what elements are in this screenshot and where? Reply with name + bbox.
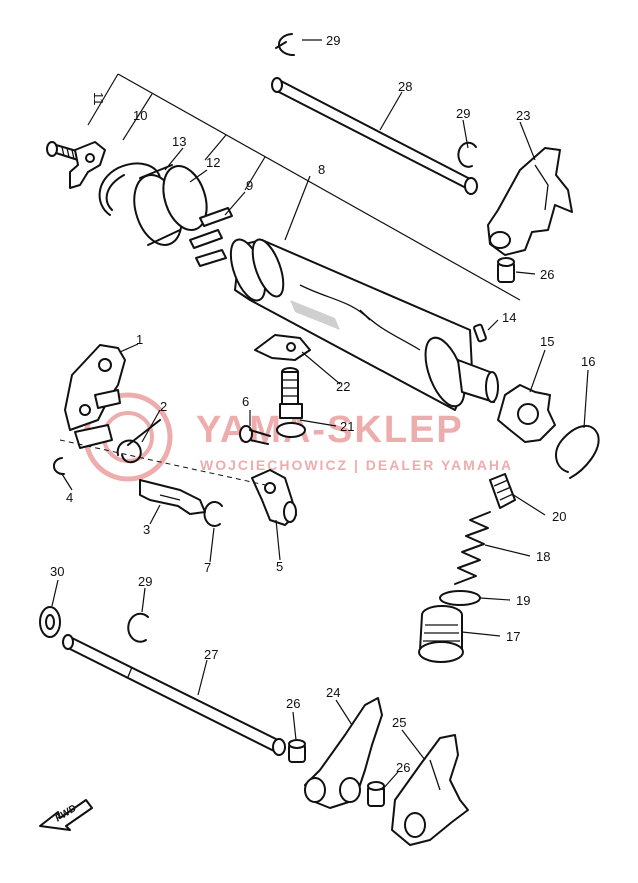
part-25-shift-fork	[391, 734, 469, 846]
part-26-dowel-left	[288, 739, 306, 763]
part-27-shift-rod	[62, 634, 286, 756]
part-16-circlip	[555, 425, 600, 479]
part-29-clip-lower	[127, 612, 149, 643]
part-8-shift-drum	[229, 238, 499, 411]
part-3-shift-guide	[139, 479, 206, 515]
callout-27: 27	[204, 647, 218, 662]
callout-18: 18	[536, 549, 550, 564]
part-23-shift-fork	[487, 147, 573, 256]
part-13-circlip	[98, 162, 161, 216]
callout-labels: 29 28 29 23 11 10 13 12 9 8 26 14 15 16 …	[50, 33, 595, 775]
callout-10: 10	[133, 108, 147, 123]
callout-4: 4	[66, 490, 73, 505]
part-14-pin	[473, 323, 487, 343]
forward-direction-icon: FWD	[39, 799, 93, 831]
part-18-spring	[454, 511, 491, 585]
callout-12: 12	[206, 155, 220, 170]
part-22-stopper	[254, 334, 311, 361]
part-9-pins	[189, 207, 233, 267]
callout-23: 23	[516, 108, 530, 123]
part-17-plug	[418, 605, 464, 663]
callout-26-top: 26	[540, 267, 554, 282]
callout-14: 14	[502, 310, 516, 325]
callout-8: 8	[318, 162, 325, 177]
callout-11: 11	[91, 92, 106, 106]
part-28-shift-rod	[271, 77, 478, 195]
callout-13: 13	[172, 134, 186, 149]
callout-26-right: 26	[396, 760, 410, 775]
callout-9: 9	[246, 178, 253, 193]
part-29-clip	[457, 141, 477, 168]
part-30-washer	[39, 606, 61, 638]
callout-21: 21	[340, 419, 354, 434]
callout-6: 6	[242, 394, 249, 409]
part-24-shift-fork	[304, 697, 383, 809]
callout-29-right: 29	[456, 106, 470, 121]
callout-20: 20	[552, 509, 566, 524]
watermark-brand: YAMA-SKLEP	[196, 409, 464, 451]
part-10-plate	[69, 141, 106, 189]
callout-2: 2	[160, 399, 167, 414]
part-7-clip	[203, 501, 223, 527]
part-15-segment	[497, 384, 556, 443]
part-21-bolt	[276, 367, 306, 438]
part-20-stopper	[489, 473, 516, 509]
part-12-bearing	[133, 164, 208, 246]
callout-29-lower: 29	[138, 574, 152, 589]
part-19-washer	[439, 590, 481, 606]
callout-19: 19	[516, 593, 530, 608]
callout-17: 17	[506, 629, 520, 644]
part-6-screw	[239, 425, 271, 445]
callout-1: 1	[136, 332, 143, 347]
part-4-clip	[53, 457, 65, 476]
part-26-dowel-right	[367, 781, 385, 807]
forward-direction-label: FWD	[53, 803, 78, 824]
part-pins-assembly	[74, 389, 121, 449]
part-2-spring	[116, 419, 161, 464]
callout-22: 22	[336, 379, 350, 394]
callout-7: 7	[204, 560, 211, 575]
callout-26-left: 26	[286, 696, 300, 711]
callout-30: 30	[50, 564, 64, 579]
callout-24: 24	[326, 685, 340, 700]
part-26-dowel-top	[497, 257, 515, 283]
callout-15: 15	[540, 334, 554, 349]
callout-28: 28	[398, 79, 412, 94]
leader-lines	[51, 39, 589, 791]
callout-25: 25	[392, 715, 406, 730]
callout-3: 3	[143, 522, 150, 537]
watermark-tagline: WOJCIECHOWICZ | DEALER YAMAHA	[200, 457, 513, 473]
callout-5: 5	[276, 559, 283, 574]
callout-29-top: 29	[326, 33, 340, 48]
part-29-top	[275, 33, 295, 57]
callout-16: 16	[581, 354, 595, 369]
part-5-shift-lever	[251, 469, 297, 526]
leader-bracket	[87, 73, 521, 301]
